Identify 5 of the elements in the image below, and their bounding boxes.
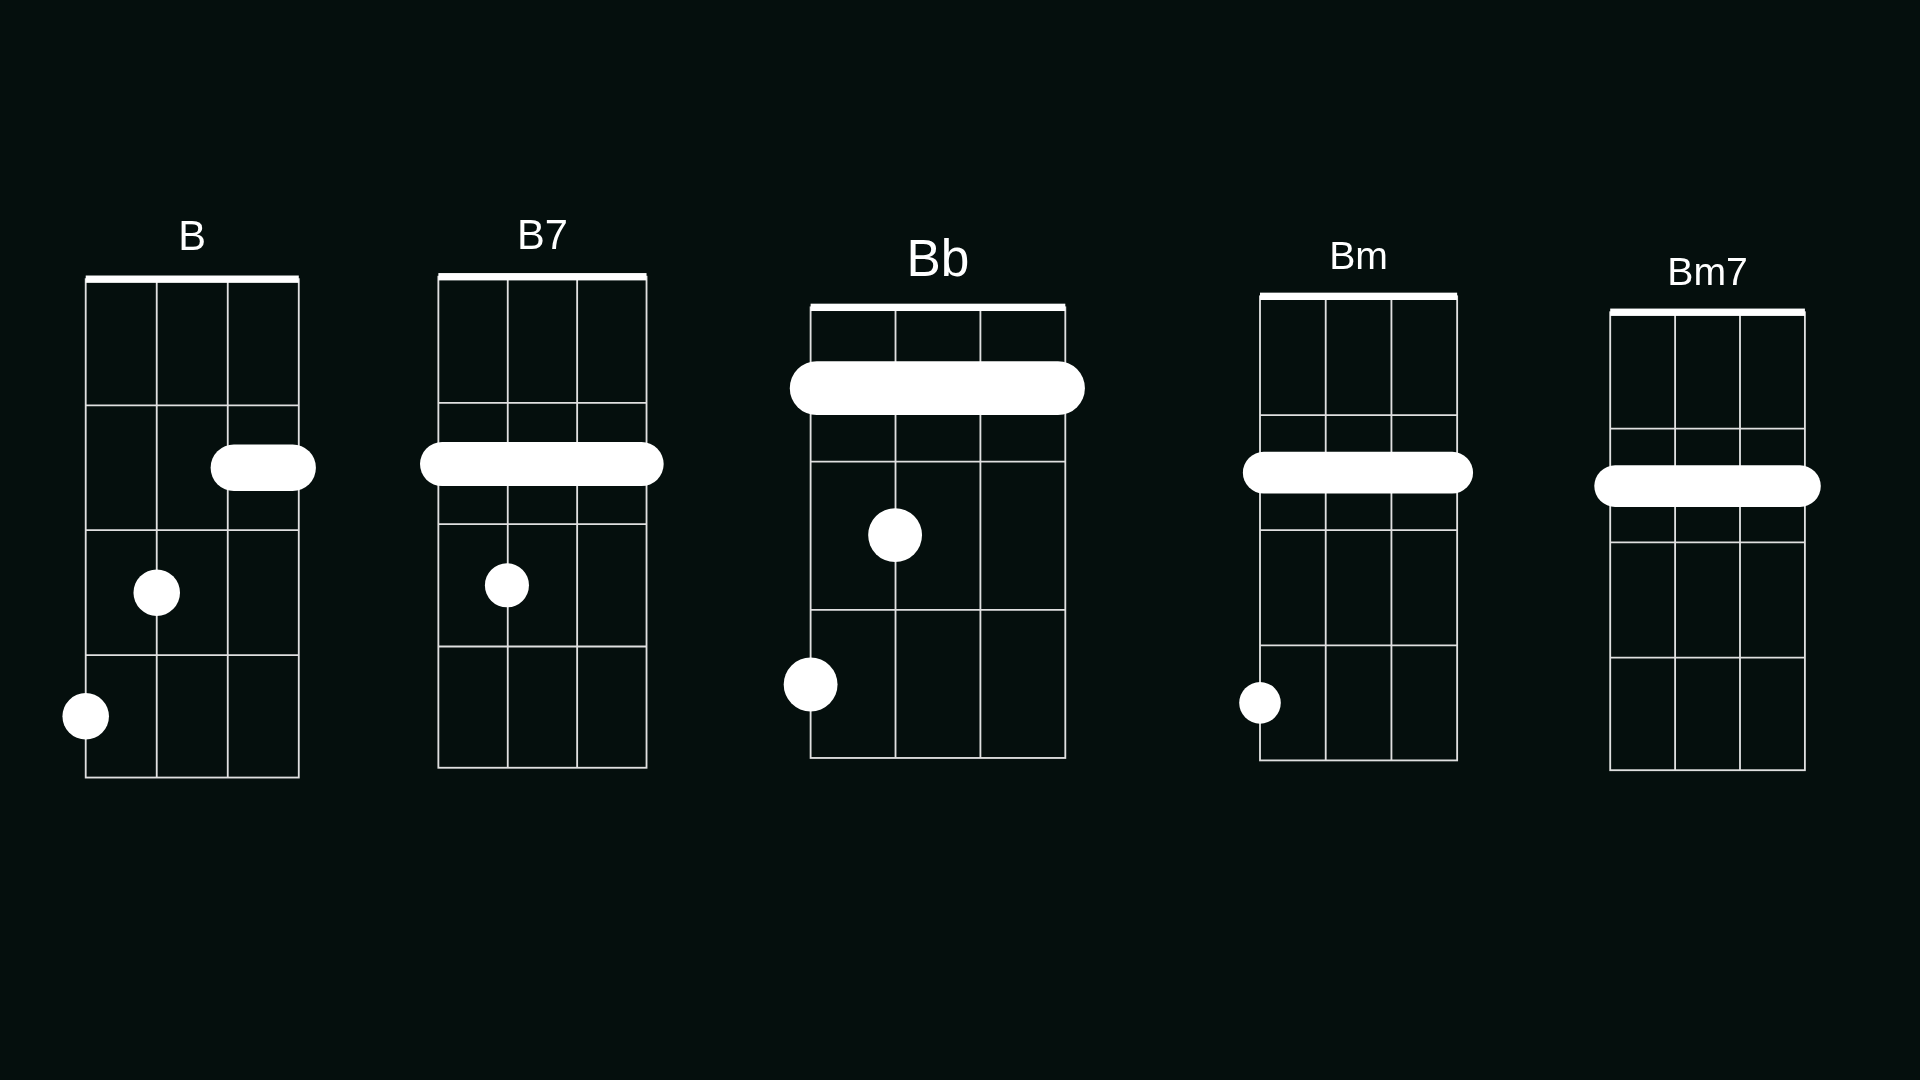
chord-name: B7: [517, 210, 568, 258]
chord-name: Bm7: [1667, 250, 1748, 294]
chord-name: Bb: [906, 228, 970, 287]
chord-name: Bm: [1329, 234, 1388, 278]
chord-name: B: [178, 211, 207, 259]
